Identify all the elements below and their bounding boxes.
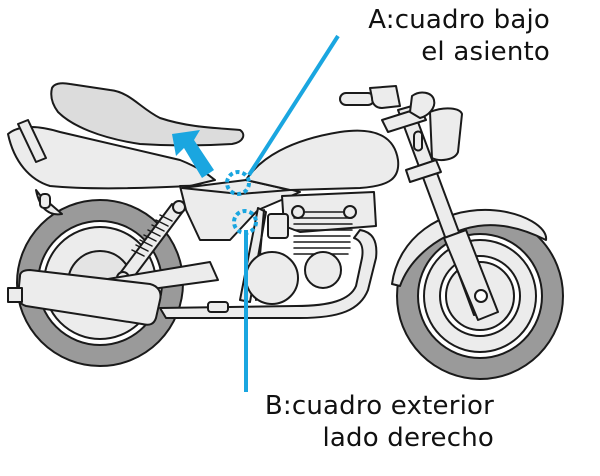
engine <box>245 191 377 305</box>
fuel-tank <box>245 129 400 191</box>
rear-tail <box>7 119 216 216</box>
callout-b-label: B:cuadro exterior lado derecho <box>265 390 494 454</box>
callout-a-line1: A:cuadro bajo <box>368 5 550 35</box>
front-fork <box>381 105 499 321</box>
front-fender <box>391 208 548 287</box>
exhaust <box>7 229 378 326</box>
callout-a-label: A:cuadro bajo el asiento <box>368 4 550 68</box>
seat <box>50 82 245 147</box>
callout-b-line1: B:cuadro exterior <box>264 391 494 421</box>
callout-a-line2: el asiento <box>421 37 550 67</box>
callout-a-marker <box>225 34 340 196</box>
handlebar <box>339 85 401 109</box>
callout-b-marker <box>232 209 258 392</box>
callout-b-line2: lado derecho <box>322 423 494 453</box>
seat-lift-arrow-icon <box>172 130 214 178</box>
headlight <box>409 91 463 161</box>
